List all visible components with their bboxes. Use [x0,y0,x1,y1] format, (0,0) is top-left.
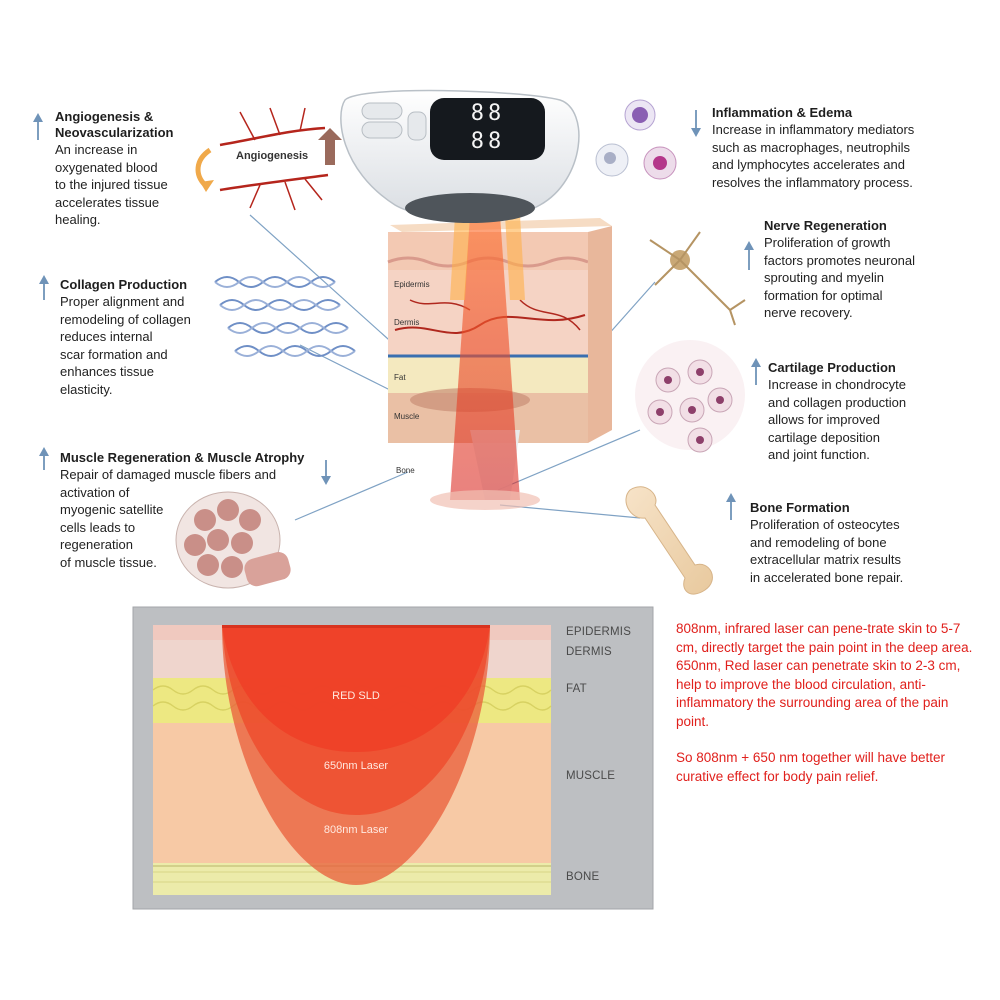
collagen-illustration [214,276,356,357]
direction-arrows [33,110,761,520]
bone-title: Bone Formation [750,500,850,515]
bone-body-3: extracellular matrix results [750,552,901,567]
muscle-body-5: regeneration [60,537,133,552]
collagen-body-5: enhances tissue [60,364,154,379]
nerve-body-4: formation for optimal [764,287,883,303]
cartilage-body-1: Increase in chondrocyte [768,377,907,392]
muscle-body-2: activation of [60,484,130,500]
cartilage-illustration [635,340,745,453]
layer-label-fat: FAT [566,683,587,695]
inflammation-body-2: such as macrophages, neutrophils [712,139,911,155]
nerve-illustration [649,231,746,326]
layer-label-epidermis: EPIDERMIS [566,626,632,638]
skin-label-fat: Fat [394,373,406,382]
layer-label-dermis: DERMIS [566,646,612,658]
cartilage-body-2: and collagen production [768,394,907,410]
collagen-body-4: scar formation and [60,346,168,362]
layer-label-bone: BONE [566,871,600,883]
beam-label-red-sld: RED SLD [332,690,380,702]
cartilage-body-3: allows for improved [768,412,880,427]
laser-beams [430,215,540,510]
display-bottom-digits: 88 [470,129,506,154]
annotation-angiogenesis: Angiogenesis & Neovascularization An inc… [55,109,245,229]
muscle-body-6: of muscle tissue. [60,554,157,570]
beam-label-808nm: 808nm Laser [323,824,389,836]
annotation-bone: Bone Formation Proliferation of osteocyt… [750,500,980,586]
muscle-body-4: cells leads to [60,519,136,535]
angiogenesis-title-1: Angiogenesis & [55,109,154,124]
display-top-digits: 88 [470,101,506,126]
bone-illustration [625,486,713,595]
angiogenesis-body-1: An increase in [55,142,138,157]
collagen-body-6: elasticity. [60,381,113,397]
angiogenesis-body-2: oxygenated blood [55,159,158,175]
skin-label-bone: Bone [396,466,415,475]
muscle-title: Muscle Regeneration & Muscle Atrophy [60,450,305,465]
inflammation-body-1: Increase in inflammatory mediators [712,122,915,137]
description-text: 808nm, infrared laser can pene-trate ski… [676,620,976,786]
beam-label-650nm: 650nm Laser [323,760,389,772]
angiogenesis-body-4: accelerates tissue [55,194,160,210]
inflammation-body-4: resolves the inflammatory process. [712,174,913,190]
muscle-illustration [175,491,291,589]
cartilage-body-5: and joint function. [768,447,870,462]
nerve-body-5: nerve recovery. [764,305,853,320]
nerve-body-1: Proliferation of growth [764,235,891,250]
annotation-muscle: Muscle Regeneration & Muscle Atrophy Rep… [60,450,330,571]
nerve-title: Nerve Regeneration [764,218,887,233]
angiogenesis-illustration [195,107,342,211]
angiogenesis-body-5: healing. [55,212,101,227]
bone-body-1: Proliferation of osteocytes [750,517,900,532]
angiogenesis-title-2: Neovascularization [55,125,174,140]
laser-device [340,89,580,223]
device-display: 88 88 [436,100,540,158]
angiogenesis-tag: Angiogenesis [236,150,309,162]
layer-label-muscle: MUSCLE [566,770,616,782]
description-paragraph-2: So 808nm + 650 nm together will have bet… [676,750,946,784]
cartilage-body-4: cartilage deposition [768,429,881,445]
collagen-body-2: remodeling of collagen [60,311,191,327]
annotation-cartilage: Cartilage Production Increase in chondro… [768,360,978,464]
skin-label-muscle: Muscle [394,412,420,421]
collagen-title: Collagen Production [60,277,188,292]
annotation-inflammation: Inflammation & Edema Increase in inflamm… [712,105,982,191]
bone-body-2: and remodeling of bone [750,534,887,550]
angiogenesis-body-3: to the injured tissue [55,177,168,192]
annotation-collagen: Collagen Production Proper alignment and… [60,277,240,398]
penetration-chart [132,606,654,910]
skin-label-epidermis: Epidermis [394,280,430,289]
inflammation-illustration [595,99,677,180]
collagen-body-1: Proper alignment and [60,294,185,309]
skin-label-dermis: Dermis [394,318,420,327]
muscle-body-1: Repair of damaged muscle fibers and [60,467,277,482]
collagen-body-3: reduces internal [60,329,153,344]
muscle-body-3: myogenic satellite [60,502,164,517]
annotation-nerve: Nerve Regeneration Proliferation of grow… [764,218,984,322]
nerve-body-2: factors promotes neuronal [764,252,916,268]
nerve-body-3: sprouting and myelin [764,270,884,285]
cartilage-title: Cartilage Production [768,360,896,375]
bone-body-4: in accelerated bone repair. [750,569,904,585]
inflammation-body-3: and lymphocytes accelerates and [712,157,905,172]
description-paragraph-1: 808nm, infrared laser can pene-trate ski… [676,621,973,729]
inflammation-title: Inflammation & Edema [712,105,853,120]
